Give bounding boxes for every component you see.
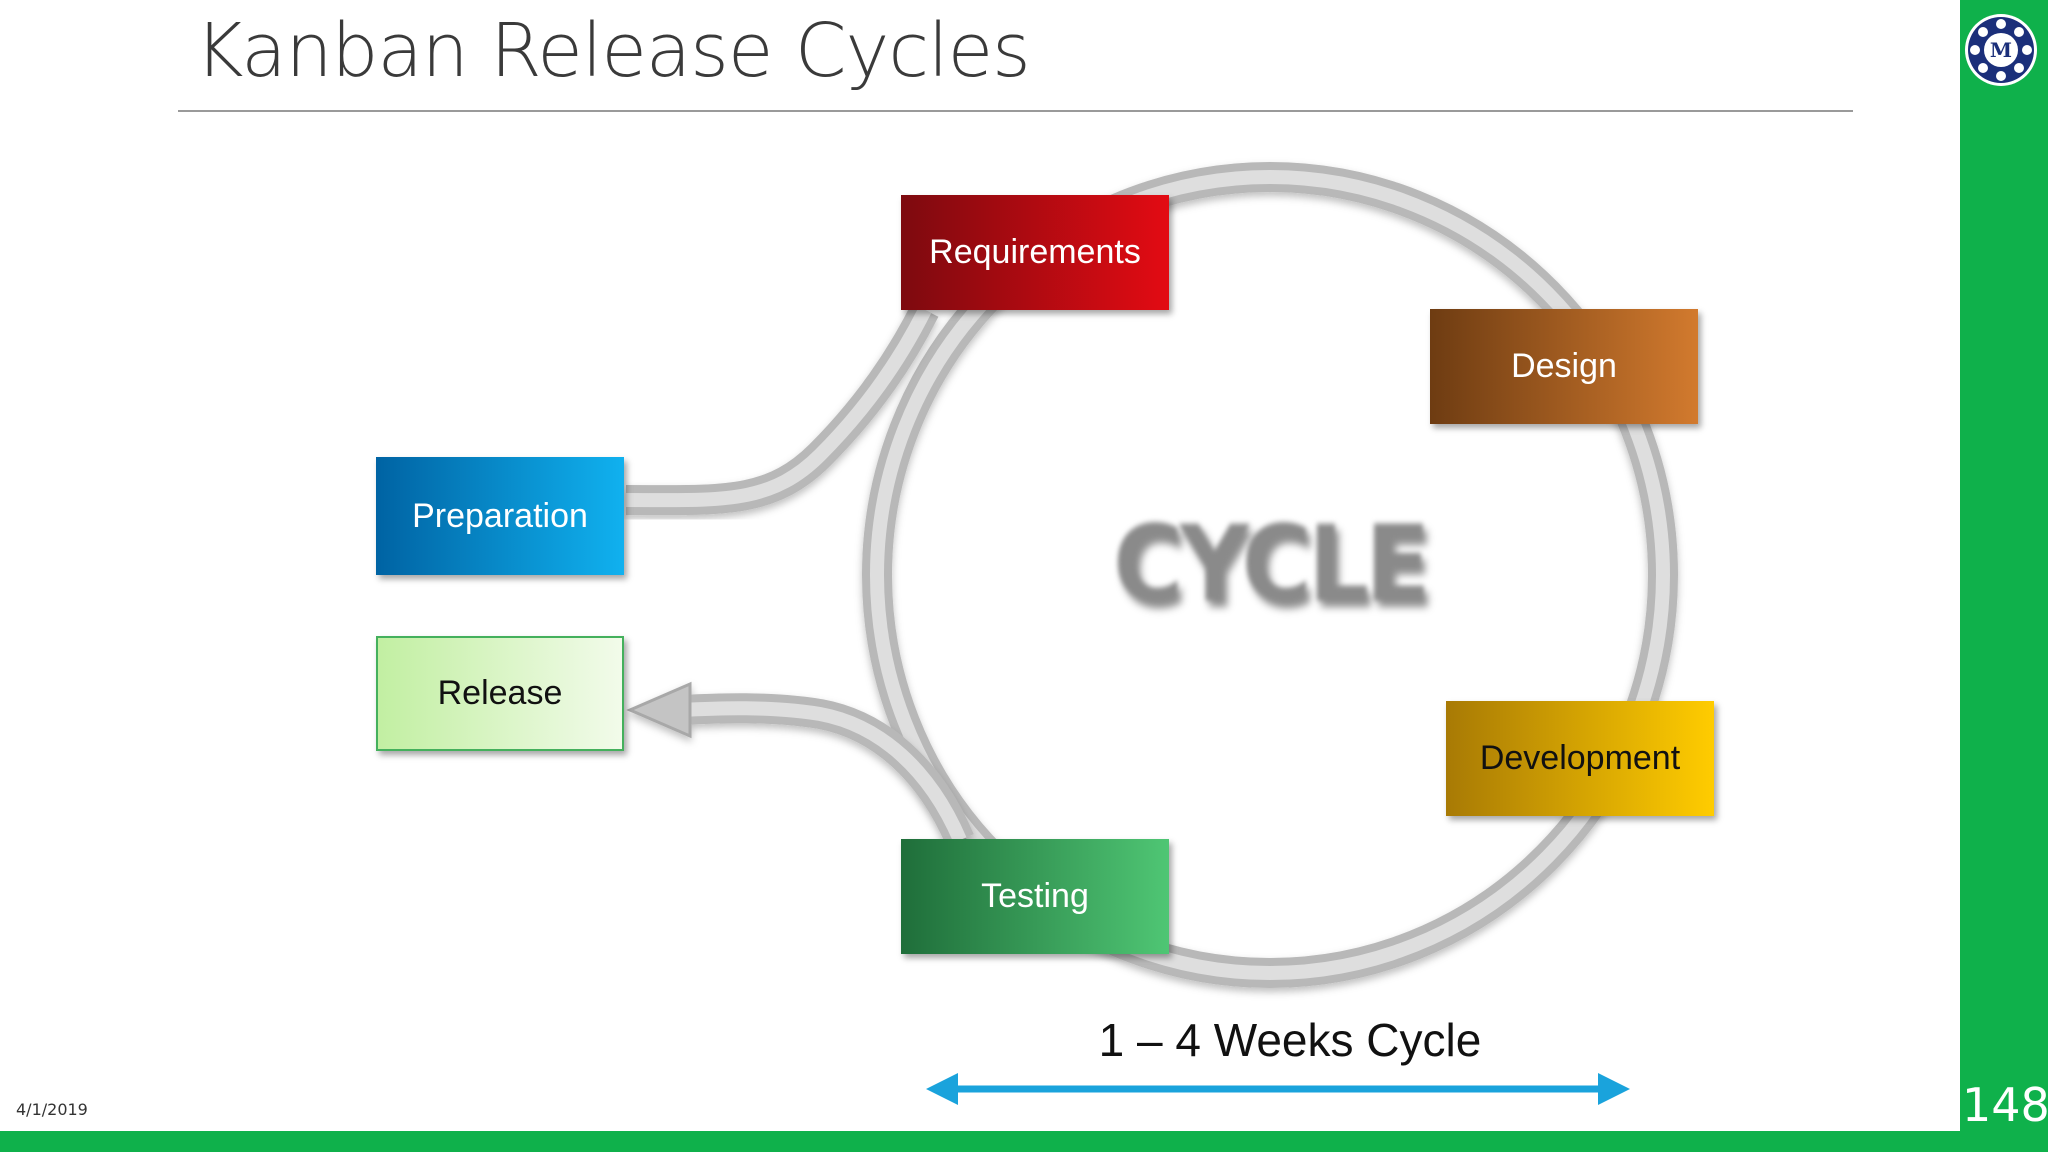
exit-arrowhead-icon (626, 681, 692, 739)
cycle-center-label: CYCLE (1113, 502, 1431, 626)
phase-release: Release (376, 636, 624, 751)
phase-development: Development (1446, 701, 1714, 816)
slide-date: 4/1/2019 (16, 1100, 88, 1119)
entry-branch (625, 303, 939, 516)
cycle-ring (862, 162, 1678, 988)
title-divider (178, 110, 1853, 112)
exit-branch (626, 681, 974, 847)
double-headed-arrow-icon (926, 1073, 1630, 1105)
duration-label: 1 – 4 Weeks Cycle (1098, 1014, 1482, 1066)
phase-design: Design (1430, 309, 1698, 424)
bottom-accent-band (0, 1131, 2048, 1152)
phase-requirements: Requirements (901, 195, 1169, 310)
phase-preparation: Preparation (376, 457, 624, 575)
right-accent-band (1960, 0, 2048, 1152)
logo-letter: M (1990, 38, 2012, 62)
slide-number: 148 (1962, 1078, 2048, 1132)
phase-testing: Testing (901, 839, 1169, 954)
slide-title: Kanban Release Cycles (195, 8, 1031, 94)
circular-emblem-icon: M (1965, 14, 2037, 86)
